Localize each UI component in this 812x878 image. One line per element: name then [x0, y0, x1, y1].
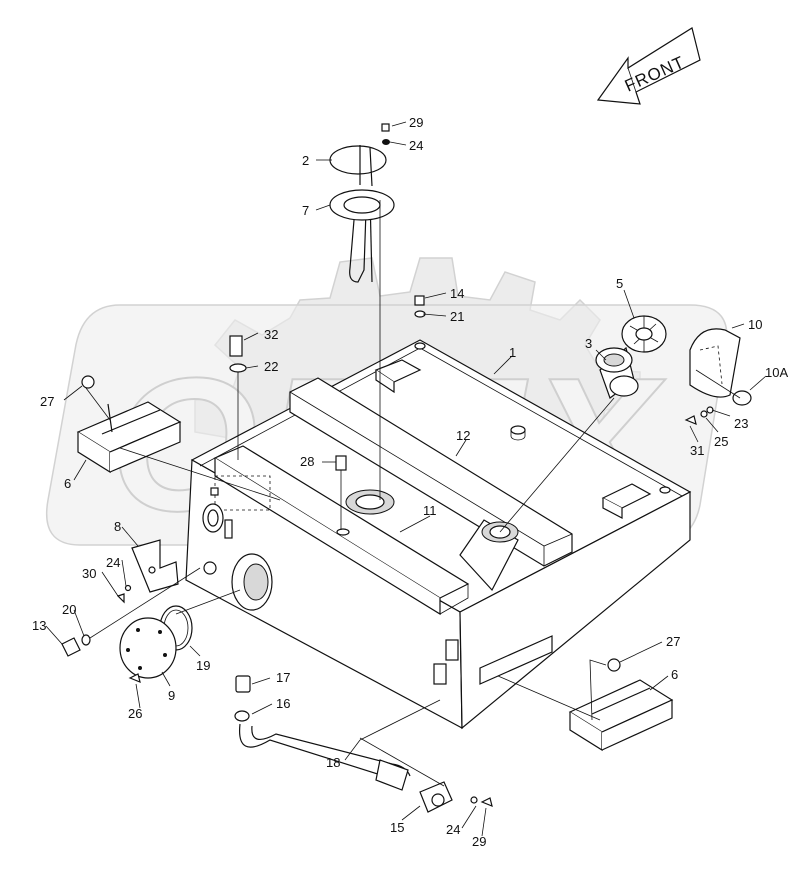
callout-18: 18: [326, 755, 340, 770]
drain-plug: [61, 567, 201, 657]
callout-29: 29: [472, 834, 486, 849]
callout-20: 20: [62, 602, 76, 617]
callout-1: 1: [509, 345, 516, 360]
callout-10: 10: [748, 317, 762, 332]
hose-assembly: [234, 675, 453, 813]
callout-26: 26: [128, 706, 142, 721]
gasket-and-cover: [119, 589, 241, 679]
callout-6: 6: [671, 667, 678, 682]
filler-cap: [621, 315, 667, 353]
callout-9: 9: [168, 688, 175, 703]
callout-17: 17: [276, 670, 290, 685]
callout-8: 8: [114, 519, 121, 534]
callout-16: 16: [276, 696, 290, 711]
callout-21: 21: [450, 309, 464, 324]
callout-22: 22: [264, 359, 278, 374]
fasteners: [81, 123, 714, 807]
step-lower-right: [497, 675, 674, 752]
callout-27: 27: [40, 394, 54, 409]
callout-6: 6: [64, 476, 71, 491]
step-upper-left: [76, 401, 281, 501]
callout-24: 24: [106, 555, 120, 570]
callout-31: 31: [690, 443, 704, 458]
callout-27: 27: [666, 634, 680, 649]
callout-19: 19: [196, 658, 210, 673]
inspection-cover: [689, 328, 752, 406]
filler-strainer: [499, 346, 639, 533]
callout-28: 28: [300, 454, 314, 469]
callout-14: 14: [450, 286, 464, 301]
callout-2: 2: [302, 153, 309, 168]
callout-7: 7: [302, 203, 309, 218]
callout-30: 30: [82, 566, 96, 581]
callout-labels: 29 24 2 7 14 21 5 10 32 22 1 3 10A 27 23…: [32, 115, 788, 849]
callout-24: 24: [446, 822, 460, 837]
callout-24: 24: [409, 138, 423, 153]
front-arrow: FRONT: [596, 27, 701, 105]
callout-32: 32: [264, 327, 278, 342]
callout-5: 5: [616, 276, 623, 291]
leader-lines: [45, 121, 767, 837]
callout-3: 3: [585, 336, 592, 351]
bracket: [131, 539, 179, 593]
callout-11: 11: [423, 503, 437, 518]
callout-15: 15: [390, 820, 404, 835]
callout-25: 25: [714, 434, 728, 449]
callout-10A: 10A: [765, 365, 788, 380]
callout-12: 12: [456, 428, 470, 443]
callout-13: 13: [32, 618, 46, 633]
callout-23: 23: [734, 416, 748, 431]
callout-29: 29: [409, 115, 423, 130]
